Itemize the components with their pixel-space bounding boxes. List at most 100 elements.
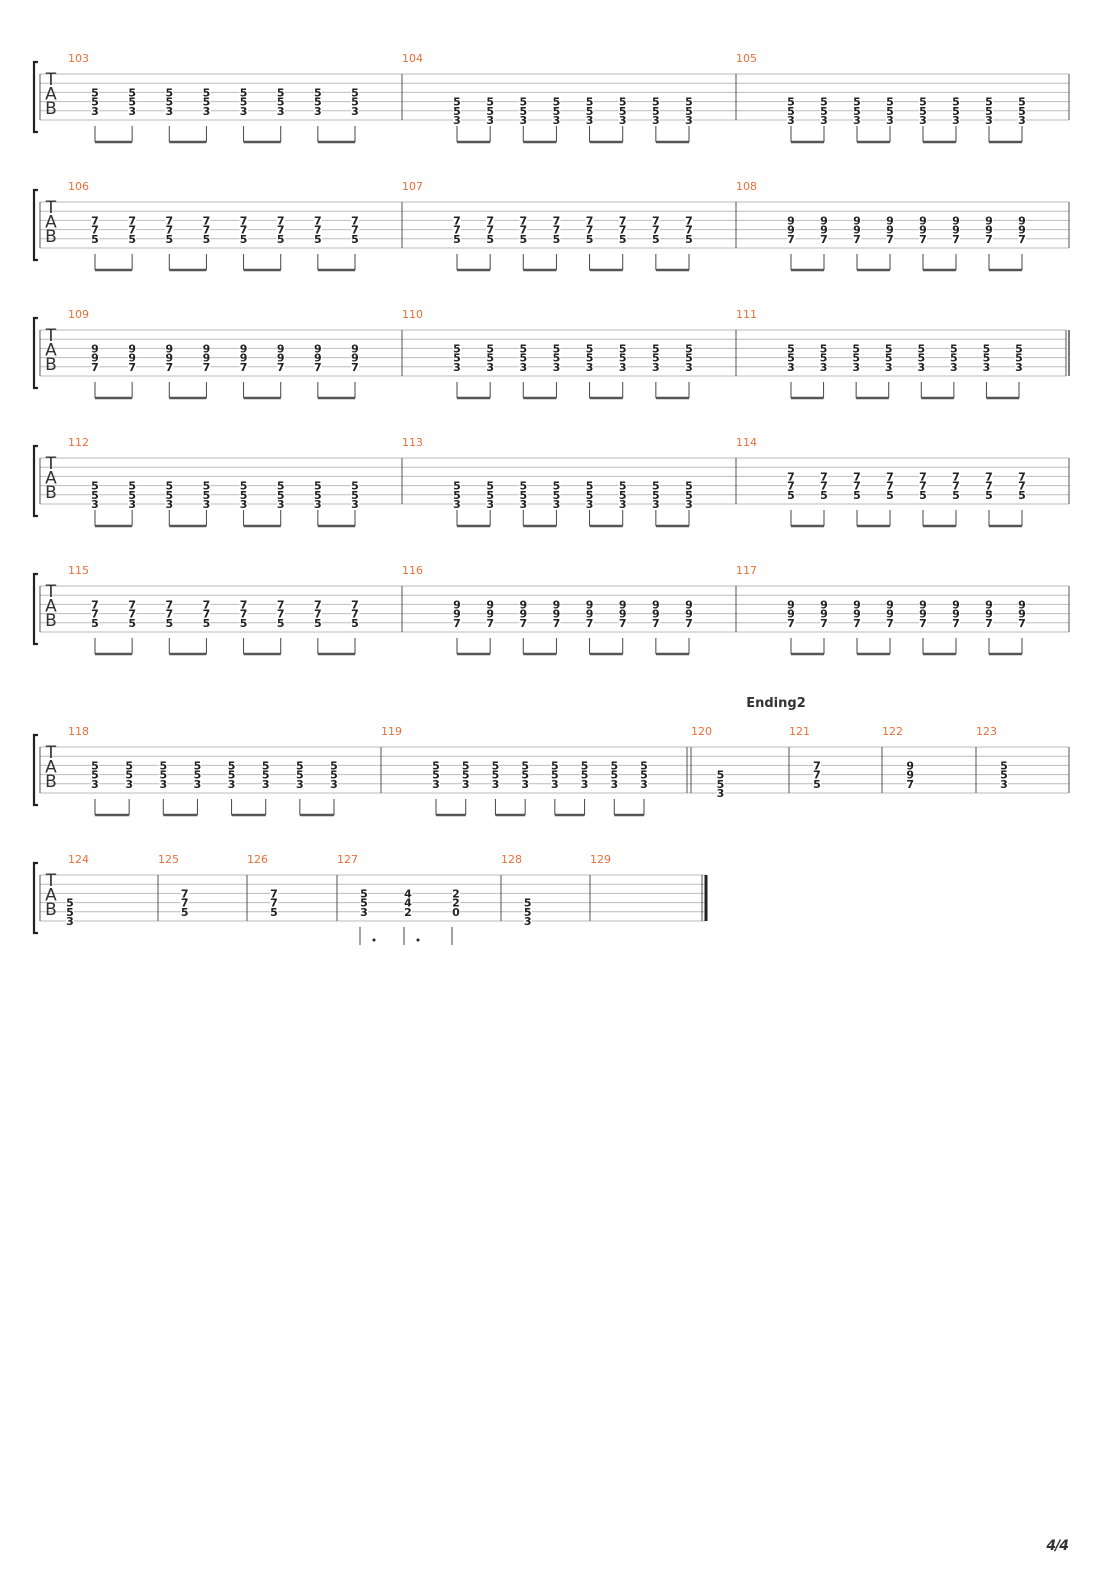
fret-background [787,234,795,245]
fret-background [1018,490,1026,501]
fret-number: 9 [1018,608,1026,621]
fret-background [985,600,993,610]
fret-background [276,225,285,236]
rhythm-dot [416,938,420,942]
fret-number: 7 [919,617,927,630]
fret-background [985,106,993,117]
fret-number: 5 [432,769,440,782]
fret-background [618,353,627,364]
fret-number: 5 [950,352,958,365]
fret-background [1018,481,1026,492]
fret-background [787,344,795,354]
fret-number: 7 [820,470,828,483]
tab-clef-letter: T [45,326,57,346]
fret-background [276,234,285,245]
fret-background [917,344,926,354]
fret-background [202,618,211,629]
fret-number: 9 [787,608,795,621]
fret-number: 7 [203,224,211,237]
fret-number: 5 [165,96,173,109]
fret-background [91,761,99,771]
fret-number: 5 [453,96,461,109]
tab-clef-letter: B [45,900,57,920]
fret-background [651,362,660,373]
fret-background [884,353,893,364]
fret-background [276,600,285,610]
fret-background [91,609,99,620]
fret-background [651,344,660,354]
fret-number: 3 [521,778,529,791]
fret-number: 5 [983,352,991,365]
fret-background [985,116,993,126]
fret-background [853,97,861,108]
fret-number: 5 [91,86,99,99]
fret-background [618,481,627,492]
fret-background [521,770,530,781]
fret-number: 9 [203,352,211,365]
fret-background [202,500,211,510]
fret-number: 3 [553,361,561,374]
fret-background [128,609,137,620]
fret-number: 3 [462,778,470,791]
fret-number: 7 [1018,470,1026,483]
fret-background [685,97,693,108]
fret-number: 3 [240,498,248,511]
fret-number: 7 [203,608,211,621]
fret-number: 5 [586,480,594,493]
measure-number: 109 [68,308,89,321]
fret-number: 5 [453,480,461,493]
fret-number: 5 [277,86,285,99]
fret-background [276,500,285,510]
fret-background [165,618,174,629]
fret-background [685,216,693,226]
measure-number: 122 [882,725,903,738]
fret-background [165,225,174,236]
fret-background [128,88,137,98]
fret-number: 9 [820,598,828,611]
fret-number: 7 [853,470,861,483]
fret-background [580,779,589,790]
fret-background [165,600,174,610]
fret-number: 5 [524,897,532,910]
fret-number: 7 [203,361,211,374]
fret-number: 3 [787,361,795,374]
fret-background [461,761,470,771]
fret-number: 9 [952,598,960,611]
fret-number: 5 [240,480,248,493]
fret-background [640,779,648,790]
fret-background [651,225,660,236]
fret-background [852,344,861,354]
fret-number: 5 [165,617,173,630]
fret-background [982,362,991,373]
fret-number: 3 [717,787,725,800]
fret-background [276,490,285,501]
fret-background [952,234,960,245]
fret-background [952,600,960,610]
fret-background [1018,600,1026,610]
fret-number: 5 [91,480,99,493]
fret-number: 5 [652,342,660,355]
fret-background [270,907,278,918]
fret-background [91,216,99,226]
fret-background [276,216,285,226]
fret-number: 5 [717,778,725,791]
fret-number: 5 [432,759,440,772]
fret-background [432,770,440,781]
fret-number: 5 [919,96,927,109]
fret-background [276,353,285,364]
fret-number: 5 [787,352,795,365]
fret-number: 7 [886,480,894,493]
fret-background [202,362,211,373]
fret-number: 9 [985,214,993,227]
fret-background [128,618,137,629]
fret-background [491,770,500,781]
fret-number: 7 [787,470,795,483]
fret-number: 3 [519,498,527,511]
fret-background [985,216,993,226]
fret-number: 5 [519,480,527,493]
fret-background [313,618,322,629]
fret-background [351,618,359,629]
fret-background [276,88,285,98]
fret-number: 5 [492,759,500,772]
